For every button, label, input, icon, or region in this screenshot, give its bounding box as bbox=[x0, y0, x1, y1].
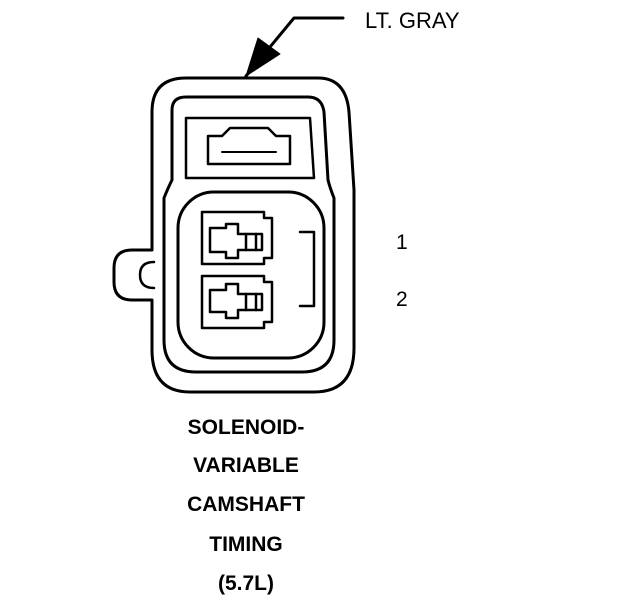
lock-tab-frame bbox=[184, 116, 316, 180]
caption-line-1: SOLENOID- bbox=[187, 416, 305, 439]
caption-line-5: (5.7L) bbox=[217, 572, 274, 595]
leader-arrowhead bbox=[245, 37, 281, 77]
lock-tab bbox=[206, 126, 292, 166]
pin-2-label: 2 bbox=[396, 288, 408, 311]
mating-face bbox=[176, 190, 326, 360]
pin-1-label: 1 bbox=[396, 231, 408, 254]
latch-notch bbox=[138, 260, 156, 290]
caption-line-4: TIMING bbox=[209, 533, 283, 556]
caption-line-3: CAMSHAFT bbox=[187, 493, 305, 516]
connector-housing bbox=[112, 76, 356, 394]
terminal-cavity-2 bbox=[200, 274, 274, 330]
inner-housing bbox=[162, 95, 336, 374]
terminal-cavity-1 bbox=[200, 210, 274, 266]
wire-color-label: LT. GRAY bbox=[365, 8, 460, 33]
caption-line-2: VARIABLE bbox=[193, 454, 299, 477]
polarization-key bbox=[298, 230, 316, 308]
